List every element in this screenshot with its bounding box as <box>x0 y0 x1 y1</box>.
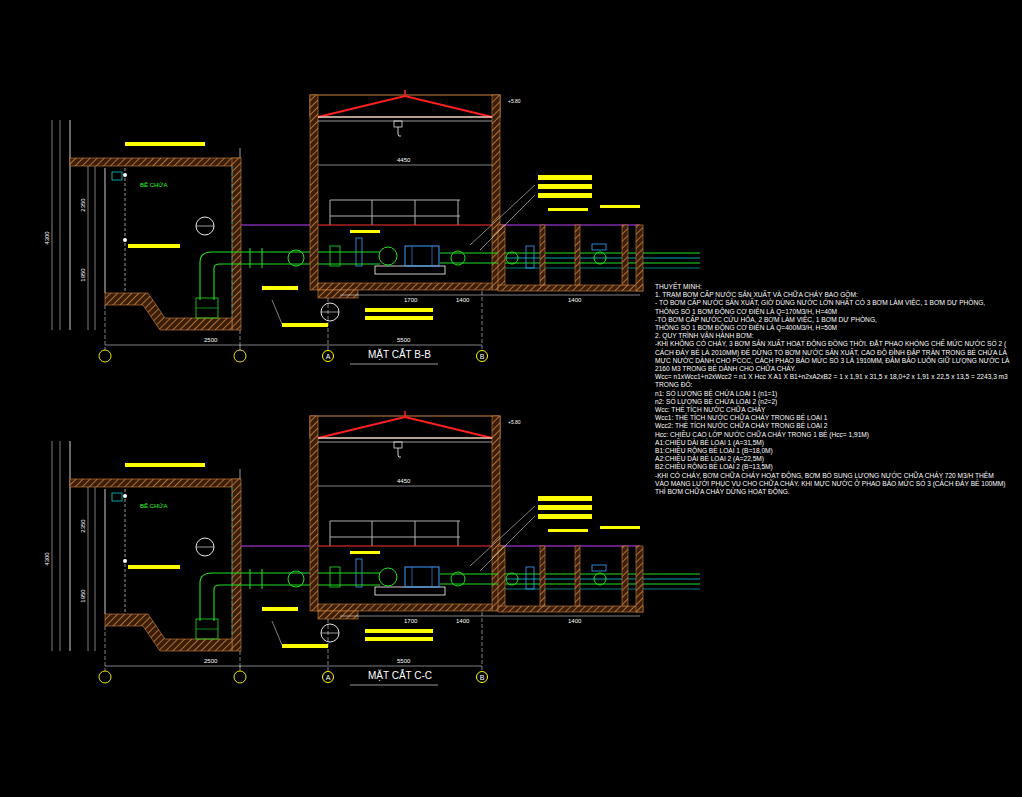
section-title: MẶT CẮT B-B <box>368 350 431 360</box>
note-line: B1:CHIỀU RỘNG BỂ LOẠI 1 (B=18,0M) <box>655 448 773 455</box>
note-line: 1. TRẠM BƠM CẤP NƯỚC SẢN XUẤT VÀ CHỮA CH… <box>655 292 858 299</box>
note-line: n2: SỐ LƯỢNG BỂ CHỨA LOẠI 2 (n2=2) <box>655 399 777 406</box>
axis-bubble: B <box>476 350 488 362</box>
dimension-text: 4450 <box>397 478 410 484</box>
note-line: A1:CHIỀU DÀI BỂ LOẠI 1 (A=31,5M) <box>655 440 764 447</box>
note-line: Hcc: CHIỀU CAO LỚP NƯỚC CHỮA CHÁY TRONG … <box>655 432 869 439</box>
dimension-text: +5.80 <box>508 420 521 425</box>
note-line: -TỔ BƠM CẤP NƯỚC CỨU HỎA, 2 BƠM LÀM VIỆC… <box>655 317 877 324</box>
dimension-text: 1700 <box>404 297 417 303</box>
dimension-vertical: 1950 <box>80 589 86 602</box>
dimension-vertical: 1950 <box>80 268 86 281</box>
axis-letter: A <box>326 674 331 681</box>
note-line: THÔNG SỐ 1 BƠM ĐỘNG CƠ ĐIỆN LÀ Q=400M3/H… <box>655 325 837 332</box>
dimension-text: 5500 <box>397 337 410 343</box>
axis-bubble: B <box>476 671 488 683</box>
dimension-vertical: 4300 <box>44 552 50 565</box>
note-line: B2:CHIỀU RỘNG BỂ LOẠI 2 (B=13,5M) <box>655 464 773 471</box>
dimension-text: 5500 <box>397 658 410 664</box>
dimension-text: BỂ CHỨA <box>140 182 167 188</box>
dimension-text: 1400 <box>568 618 581 624</box>
dimension-vertical: 4300 <box>44 231 50 244</box>
note-line: THÌ BƠM CHỮA CHÁY DỪNG HOẠT ĐỘNG. <box>655 489 790 496</box>
axis-bubble: A <box>322 350 334 362</box>
axis-letter: A <box>326 353 331 360</box>
note-line: TRONG ĐÓ: <box>655 382 692 389</box>
axis-bubble: A <box>322 671 334 683</box>
dimension-text: BỂ CHỨA <box>140 503 167 509</box>
axis-letter: B <box>480 353 485 360</box>
dimension-text: 2500 <box>204 658 217 664</box>
dimension-vertical: 2350 <box>80 198 86 211</box>
note-line: MỰC NƯỚC DÀNH CHO PCCC, CÁCH PHAO BÁO MỨ… <box>655 358 1009 365</box>
note-line: -KHI CÓ CHÁY, BƠM CHỮA CHÁY HOẠT ĐỘNG, B… <box>655 473 994 480</box>
note-line: Wcc1: THỂ TÍCH NƯỚC CHỮA CHÁY TRONG BỂ L… <box>655 415 828 422</box>
note-line: 2. QUY TRÌNH VẬN HÀNH BƠM: <box>655 333 753 340</box>
note-line: -KHI KHÔNG CÓ CHÁY, 3 BƠM SẢN XUẤT HOẠT … <box>655 341 1006 348</box>
note-line: n1: SỐ LƯỢNG BỂ CHỨA LOẠI 1 (n1=1) <box>655 391 777 398</box>
note-line: A2:CHIỀU DÀI BỂ LOẠI 2 (A=22,5M) <box>655 456 764 463</box>
dimension-text: 4450 <box>397 157 410 163</box>
note-line: - TỔ BƠM CẤP NƯỚC SẢN XUẤT, GIỜ DÙNG NƯỚ… <box>655 300 985 307</box>
note-line: Wcc: THỂ TÍCH NƯỚC CHỮA CHÁY <box>655 407 765 414</box>
note-line: VÀO MẠNG LƯỚI PHỤC VỤ CHO CHỮA CHÁY. KHI… <box>655 481 1005 488</box>
dimension-text: 1400 <box>568 297 581 303</box>
dimension-text: 1400 <box>456 297 469 303</box>
note-line: Wcc= n1xWcc1+n2xWcc2 = n1 X Hcc X A1 X B… <box>655 374 1008 381</box>
dimension-text: +5.80 <box>508 99 521 104</box>
dimension-vertical: 2350 <box>80 519 86 532</box>
dimension-text: 2500 <box>204 337 217 343</box>
dimension-text: 1400 <box>456 618 469 624</box>
note-line: Wcc2: THỂ TÍCH NƯỚC CHỮA CHÁY TRONG BỂ L… <box>655 423 828 430</box>
note-line: THÔNG SỐ 1 BƠM ĐỘNG CƠ ĐIỆN LÀ Q=170M3/H… <box>655 309 837 316</box>
note-line: CÁCH ĐÁY BỂ LÀ 2010MM) ĐỂ DỪNG TỔ BƠM NƯ… <box>655 350 1007 357</box>
dimension-text: 1700 <box>404 618 417 624</box>
note-line: THUYẾT MINH: <box>655 284 702 291</box>
note-line: 2160 M3 TRONG BỂ DÀNH CHO CHỮA CHÁY. <box>655 366 796 373</box>
section-title: MẶT CẮT C-C <box>368 671 432 681</box>
axis-letter: B <box>480 674 485 681</box>
